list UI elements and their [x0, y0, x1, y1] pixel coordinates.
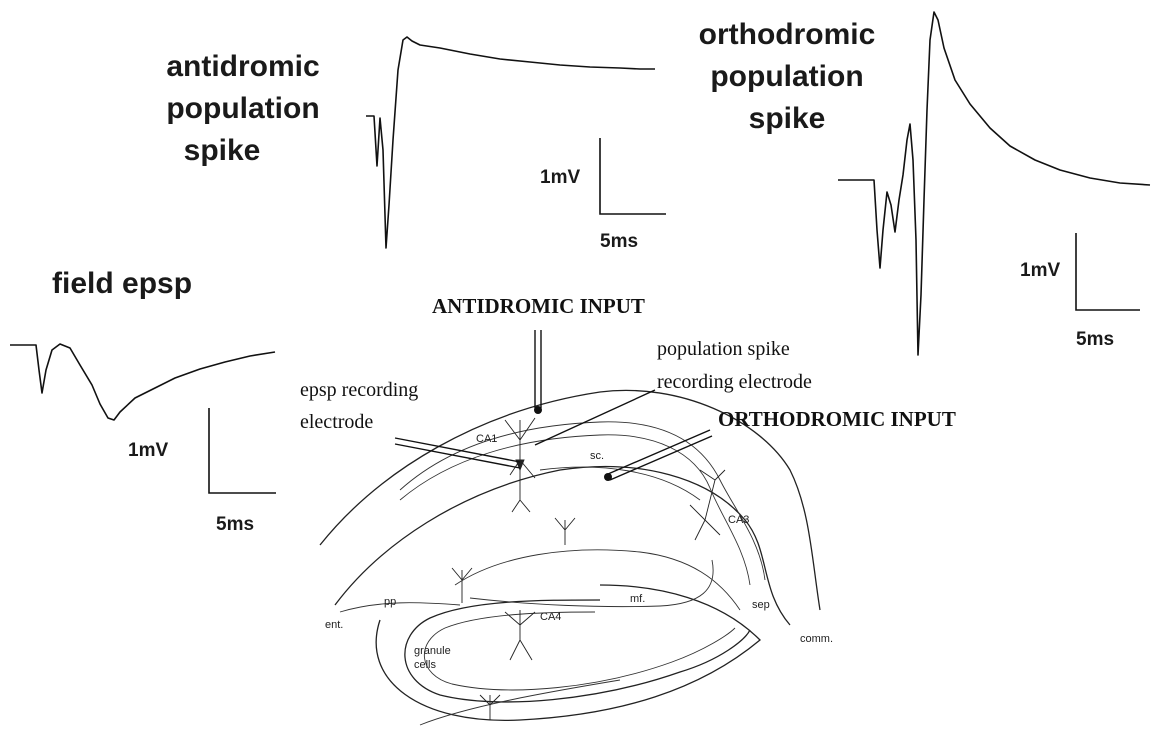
antidromic-title-line-3: spike — [184, 134, 261, 167]
antidromic-electrode-tip — [534, 406, 542, 414]
region-ca1-label: CA1 — [476, 433, 497, 445]
pyramidal-layer — [400, 422, 765, 580]
region-ca4-label: CA4 — [540, 611, 561, 623]
antidromic-scale-mv: 1mV — [540, 167, 580, 188]
region-granule-label-2: cells — [414, 659, 437, 671]
orthodromic-electrode-a — [608, 430, 710, 474]
ca4-cell — [505, 610, 535, 660]
antidromic-scale-ms: 5ms — [600, 231, 638, 252]
antidromic-scale-bar — [600, 138, 666, 214]
granule-cell-b — [555, 518, 575, 545]
schaffer-collateral-path — [540, 467, 700, 500]
region-comm-label: comm. — [800, 633, 833, 645]
antidromic-title-line-1: antidromic — [166, 50, 319, 83]
alveus-boundary — [335, 467, 790, 625]
granule-cell-a — [452, 568, 472, 603]
region-granule-label-1: granule — [414, 645, 451, 657]
orthodromic-title-line-1: orthodromic — [699, 18, 876, 51]
orthodromic-electrode-tip — [604, 473, 612, 481]
region-ent-label: ent. — [325, 619, 343, 631]
dentate-granule-layer-inner — [424, 612, 735, 690]
orthodromic-scale-ms: 5ms — [1076, 329, 1114, 350]
dentate-lower-boundary — [420, 680, 620, 725]
field-epsp-trace — [10, 344, 275, 420]
ca1-pyramidal-cell — [505, 418, 535, 512]
orthodromic-title-line-2: population — [710, 60, 863, 93]
antidromic-input-label: ANTIDROMIC INPUT — [432, 294, 645, 318]
pop-spike-electrode-label-2: recording electrode — [657, 371, 812, 393]
hippocampus-diagram: ANTIDROMIC INPUT population spike record… — [300, 294, 956, 725]
orthodromic-scale-bar — [1076, 233, 1140, 310]
region-pp-label: pp — [384, 596, 396, 608]
field-epsp-scale-bar — [209, 408, 276, 493]
region-sc-label: sc. — [590, 450, 604, 462]
orthodromic-scale-mv: 1mV — [1020, 260, 1060, 281]
orthodromic-title-line-3: spike — [749, 102, 826, 135]
region-mf-label: mf. — [630, 593, 645, 605]
granule-cell-bottom — [480, 695, 500, 720]
pyramidal-layer-inner — [400, 435, 750, 585]
antidromic-spike-trace — [366, 37, 655, 248]
antidromic-title-line-2: population — [166, 92, 319, 125]
epsp-electrode-label-2: electrode — [300, 411, 373, 433]
orthodromic-panel: orthodromic population spike 1mV 5ms — [699, 12, 1150, 355]
orthodromic-input-label: ORTHODROMIC INPUT — [718, 407, 956, 431]
field-epsp-title: field epsp — [52, 267, 192, 300]
antidromic-panel: antidromic population spike 1mV 5ms — [166, 37, 666, 252]
perforant-path — [340, 603, 460, 612]
region-ca3-label: CA3 — [728, 514, 749, 526]
orthodromic-electrode-b — [610, 436, 712, 480]
epsp-electrode-a — [395, 438, 520, 462]
field-epsp-scale-ms: 5ms — [216, 514, 254, 535]
orthodromic-spike-trace — [838, 12, 1150, 355]
field-epsp-panel: field epsp 1mV 5ms — [10, 267, 276, 535]
field-epsp-scale-mv: 1mV — [128, 440, 168, 461]
epsp-electrode-label-1: epsp recording — [300, 379, 418, 401]
pop-spike-electrode-label-1: population spike — [657, 338, 790, 360]
region-sep-label: sep — [752, 599, 770, 611]
